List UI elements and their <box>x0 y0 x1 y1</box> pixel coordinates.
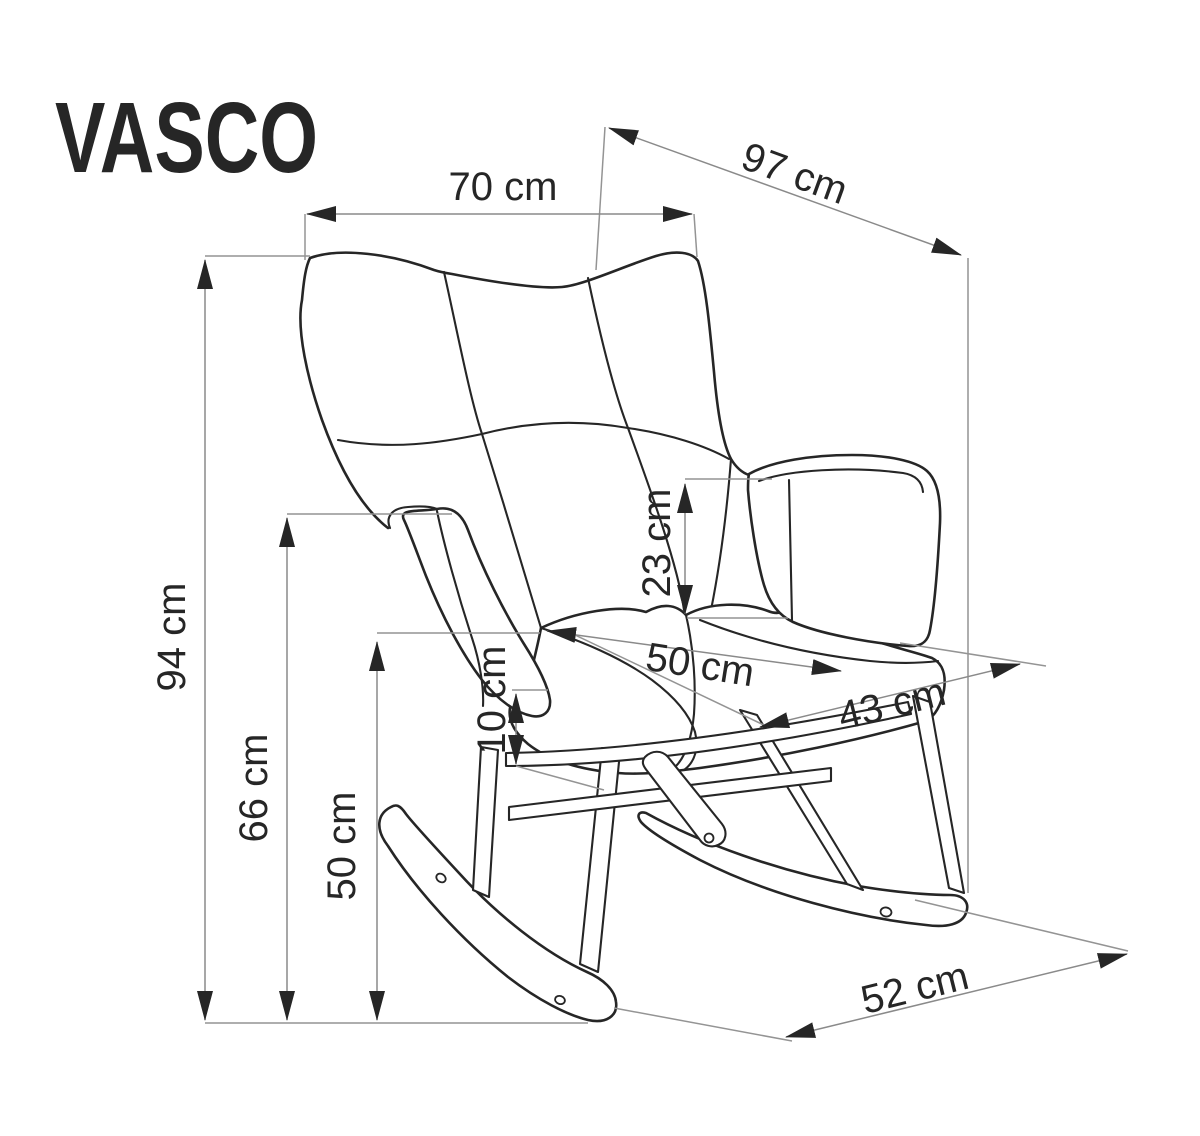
product-title: VASCO <box>55 82 318 194</box>
screw-hole <box>554 994 566 1006</box>
label-armrest-above-seat: 23 cm <box>635 489 679 598</box>
armrest <box>746 453 942 648</box>
extension-line <box>899 642 1047 667</box>
label-cushion-thickness: 10 cm <box>470 646 514 755</box>
label-overall-depth: 97 cm <box>736 134 853 213</box>
rocking-chair-drawing <box>299 251 969 1023</box>
label-base-span: 52 cm <box>857 954 973 1023</box>
screw-hole <box>879 906 893 918</box>
extension-line <box>693 213 698 258</box>
rocker-skid-right <box>637 811 969 928</box>
leg-rear-right <box>911 694 966 895</box>
label-wing-height: 66 cm <box>232 734 276 843</box>
label-overall-width: 70 cm <box>449 165 558 209</box>
diagonal-brace <box>641 750 727 848</box>
label-overall-height: 94 cm <box>150 583 194 692</box>
armrest-vertical-seam <box>787 478 794 622</box>
dimension-annotations: 70 cm 97 cm 94 cm 66 cm 50 cm 10 cm 23 c… <box>150 126 1129 1042</box>
label-seat-height: 50 cm <box>320 792 364 901</box>
extension-line <box>595 126 606 271</box>
backrest-outline <box>299 251 751 530</box>
extension-line <box>914 899 1129 952</box>
extension-line <box>613 1007 793 1042</box>
leg-front-right <box>738 708 865 892</box>
backrest-right-edge <box>709 457 733 612</box>
leg-rear-left <box>578 746 622 974</box>
dim-line-overall-depth <box>608 127 962 256</box>
wing-bolster <box>401 507 552 718</box>
wing-top-fold <box>387 505 439 530</box>
dim-line-base-span <box>785 953 1128 1038</box>
screw-hole <box>435 872 447 884</box>
rocker-skid-left <box>378 804 618 1023</box>
leg-front-left <box>471 745 500 899</box>
extension-line <box>515 765 605 791</box>
backrest-seam-horizontal <box>336 421 731 461</box>
dim-line-seat-depth <box>759 663 1021 728</box>
screw-hole <box>703 832 715 844</box>
armrest-inner-seam <box>757 468 925 494</box>
